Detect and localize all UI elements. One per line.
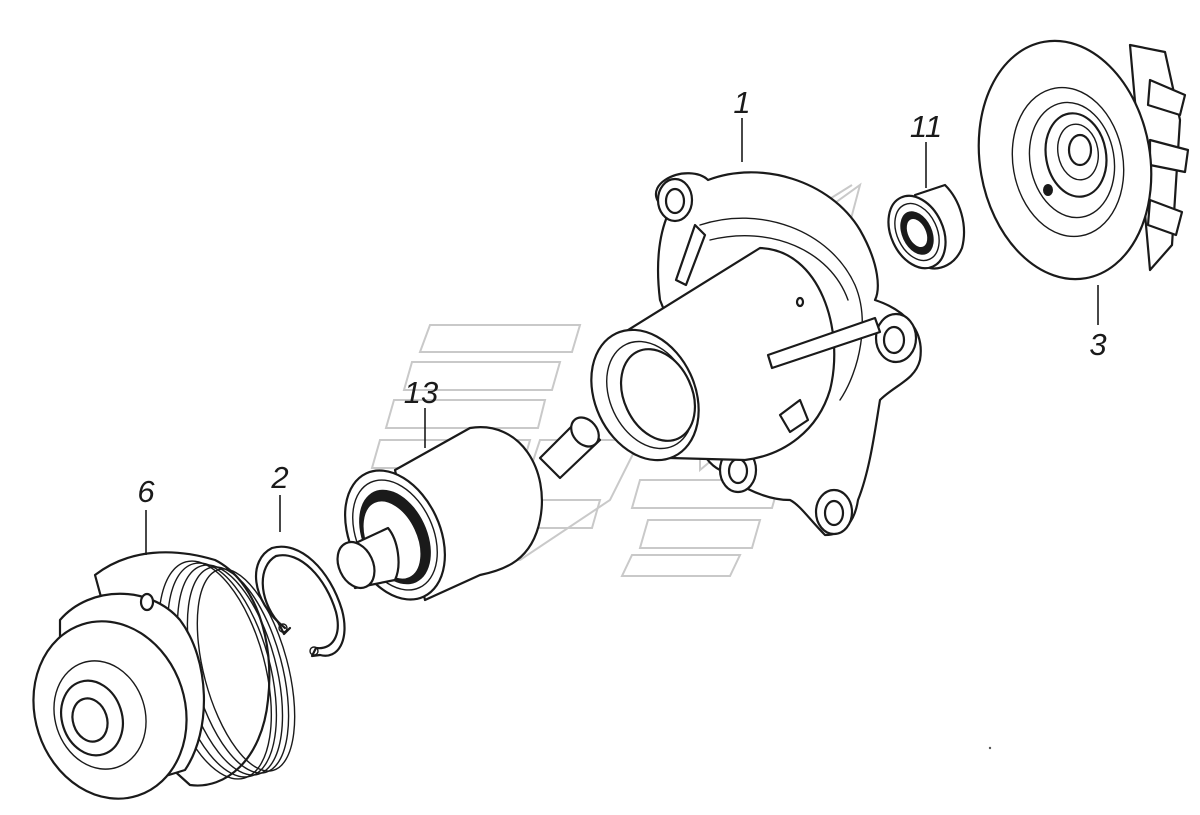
- retaining-ring-part: [254, 545, 346, 658]
- part-label-13: 13: [404, 375, 438, 410]
- part-label-1: 1: [733, 85, 750, 120]
- part-label-11: 11: [910, 109, 942, 144]
- shaft-bearing-part: [336, 416, 602, 602]
- part-label-2: 2: [270, 460, 288, 495]
- impeller-part: [977, 39, 1190, 281]
- part-label-3: 3: [1089, 327, 1106, 362]
- part-label-6: 6: [137, 474, 155, 509]
- speck-mark: [988, 746, 992, 750]
- pulley-part: [32, 551, 296, 800]
- housing-part: [590, 171, 922, 537]
- seal-part: [887, 183, 966, 270]
